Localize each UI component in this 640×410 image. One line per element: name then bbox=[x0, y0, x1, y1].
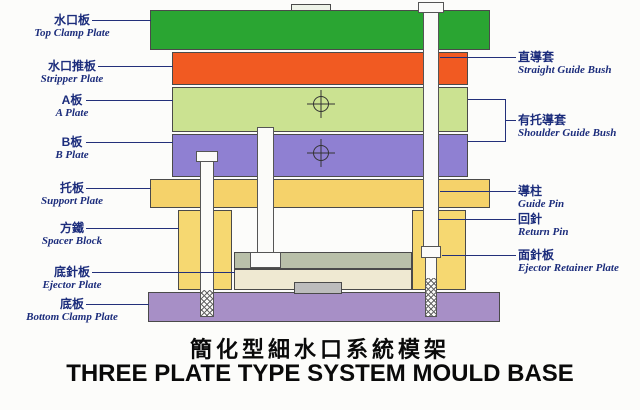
leader-line bbox=[98, 66, 173, 67]
label-en: Guide Pin bbox=[518, 198, 565, 210]
title-english: THREE PLATE TYPE SYSTEM MOULD BASE bbox=[66, 360, 574, 387]
label-zh: 直導套 bbox=[518, 50, 555, 64]
label-en: Stripper Plate bbox=[40, 73, 104, 85]
label-en: Return Pin bbox=[518, 226, 569, 238]
label-en: Top Clamp Plate bbox=[34, 27, 110, 39]
label-guide-pin: 導柱 Guide Pin bbox=[518, 184, 636, 211]
shoulder-bush-bracket-line bbox=[468, 141, 505, 142]
leader-line bbox=[86, 228, 179, 229]
label-en: Ejector Retainer Plate bbox=[518, 262, 619, 274]
stripper-plate bbox=[172, 52, 468, 85]
label-en: A Plate bbox=[55, 107, 89, 119]
shoulder-bush-bracket-line bbox=[505, 120, 516, 121]
return-pin-shaft bbox=[425, 257, 437, 317]
label-zh: A板 bbox=[61, 93, 83, 107]
leader-line bbox=[442, 255, 516, 256]
label-zh: 導柱 bbox=[518, 184, 543, 198]
label-ejector-plate: 底針板 Ejector Plate bbox=[8, 265, 136, 292]
center-mark-icon bbox=[307, 139, 335, 167]
center-mark-icon bbox=[307, 90, 335, 118]
label-zh: 回針 bbox=[518, 212, 543, 226]
label-zh: 方鐵 bbox=[59, 221, 84, 235]
label-top-clamp-plate: 水口板 Top Clamp Plate bbox=[8, 13, 136, 40]
leader-line bbox=[438, 219, 516, 220]
leader-line bbox=[440, 57, 516, 58]
support-pillar bbox=[257, 127, 274, 254]
leader-line bbox=[92, 20, 151, 21]
label-zh: 面針板 bbox=[518, 248, 555, 262]
label-en: Straight Guide Bush bbox=[518, 64, 612, 76]
label-en: B Plate bbox=[55, 149, 89, 161]
return-pin-hatch bbox=[426, 278, 436, 316]
label-a-plate: A板 A Plate bbox=[8, 93, 136, 120]
leader-line bbox=[92, 272, 235, 273]
label-en: Ejector Plate bbox=[42, 279, 102, 291]
label-zh: 底針板 bbox=[53, 265, 90, 279]
label-zh: 水口推板 bbox=[47, 59, 96, 73]
leader-line bbox=[86, 188, 151, 189]
label-en: Support Plate bbox=[40, 195, 104, 207]
label-en: Spacer Block bbox=[41, 235, 103, 247]
leader-line bbox=[86, 100, 173, 101]
b-plate bbox=[172, 134, 468, 177]
leader-line bbox=[86, 142, 173, 143]
a-plate bbox=[172, 87, 468, 132]
label-ejector-retainer-plate: 面針板 Ejector Retainer Plate bbox=[518, 248, 636, 275]
label-straight-guide-bush: 直導套 Straight Guide Bush bbox=[518, 50, 636, 77]
title-chinese: 簡化型細水口系統模架 bbox=[189, 337, 450, 362]
label-zh: B板 bbox=[61, 135, 83, 149]
label-b-plate: B板 B Plate bbox=[8, 135, 136, 162]
label-shoulder-guide-bush: 有托導套 Shoulder Guide Bush bbox=[518, 113, 636, 140]
leader-line bbox=[86, 304, 149, 305]
support-pillar-base bbox=[250, 252, 281, 268]
label-spacer-block: 方鐵 Spacer Block bbox=[8, 221, 136, 248]
label-zh: 托板 bbox=[59, 181, 84, 195]
label-support-plate: 托板 Support Plate bbox=[8, 181, 136, 208]
stop-button bbox=[294, 282, 342, 294]
label-en: Bottom Clamp Plate bbox=[26, 311, 118, 323]
label-return-pin: 回針 Return Pin bbox=[518, 212, 636, 239]
label-zh: 底板 bbox=[59, 297, 84, 311]
shoulder-bush-bracket-line bbox=[468, 99, 505, 100]
label-zh: 有托導套 bbox=[518, 113, 567, 127]
left-pin-shaft bbox=[200, 161, 214, 317]
left-pin-hatch bbox=[201, 290, 213, 316]
guide-pin-shaft bbox=[423, 12, 439, 248]
label-en: Shoulder Guide Bush bbox=[518, 127, 617, 139]
label-bottom-clamp-plate: 底板 Bottom Clamp Plate bbox=[8, 297, 136, 324]
label-zh: 水口板 bbox=[53, 13, 90, 27]
top-clamp-plate bbox=[150, 10, 490, 50]
label-stripper-plate: 水口推板 Stripper Plate bbox=[8, 59, 136, 86]
leader-line bbox=[440, 191, 516, 192]
